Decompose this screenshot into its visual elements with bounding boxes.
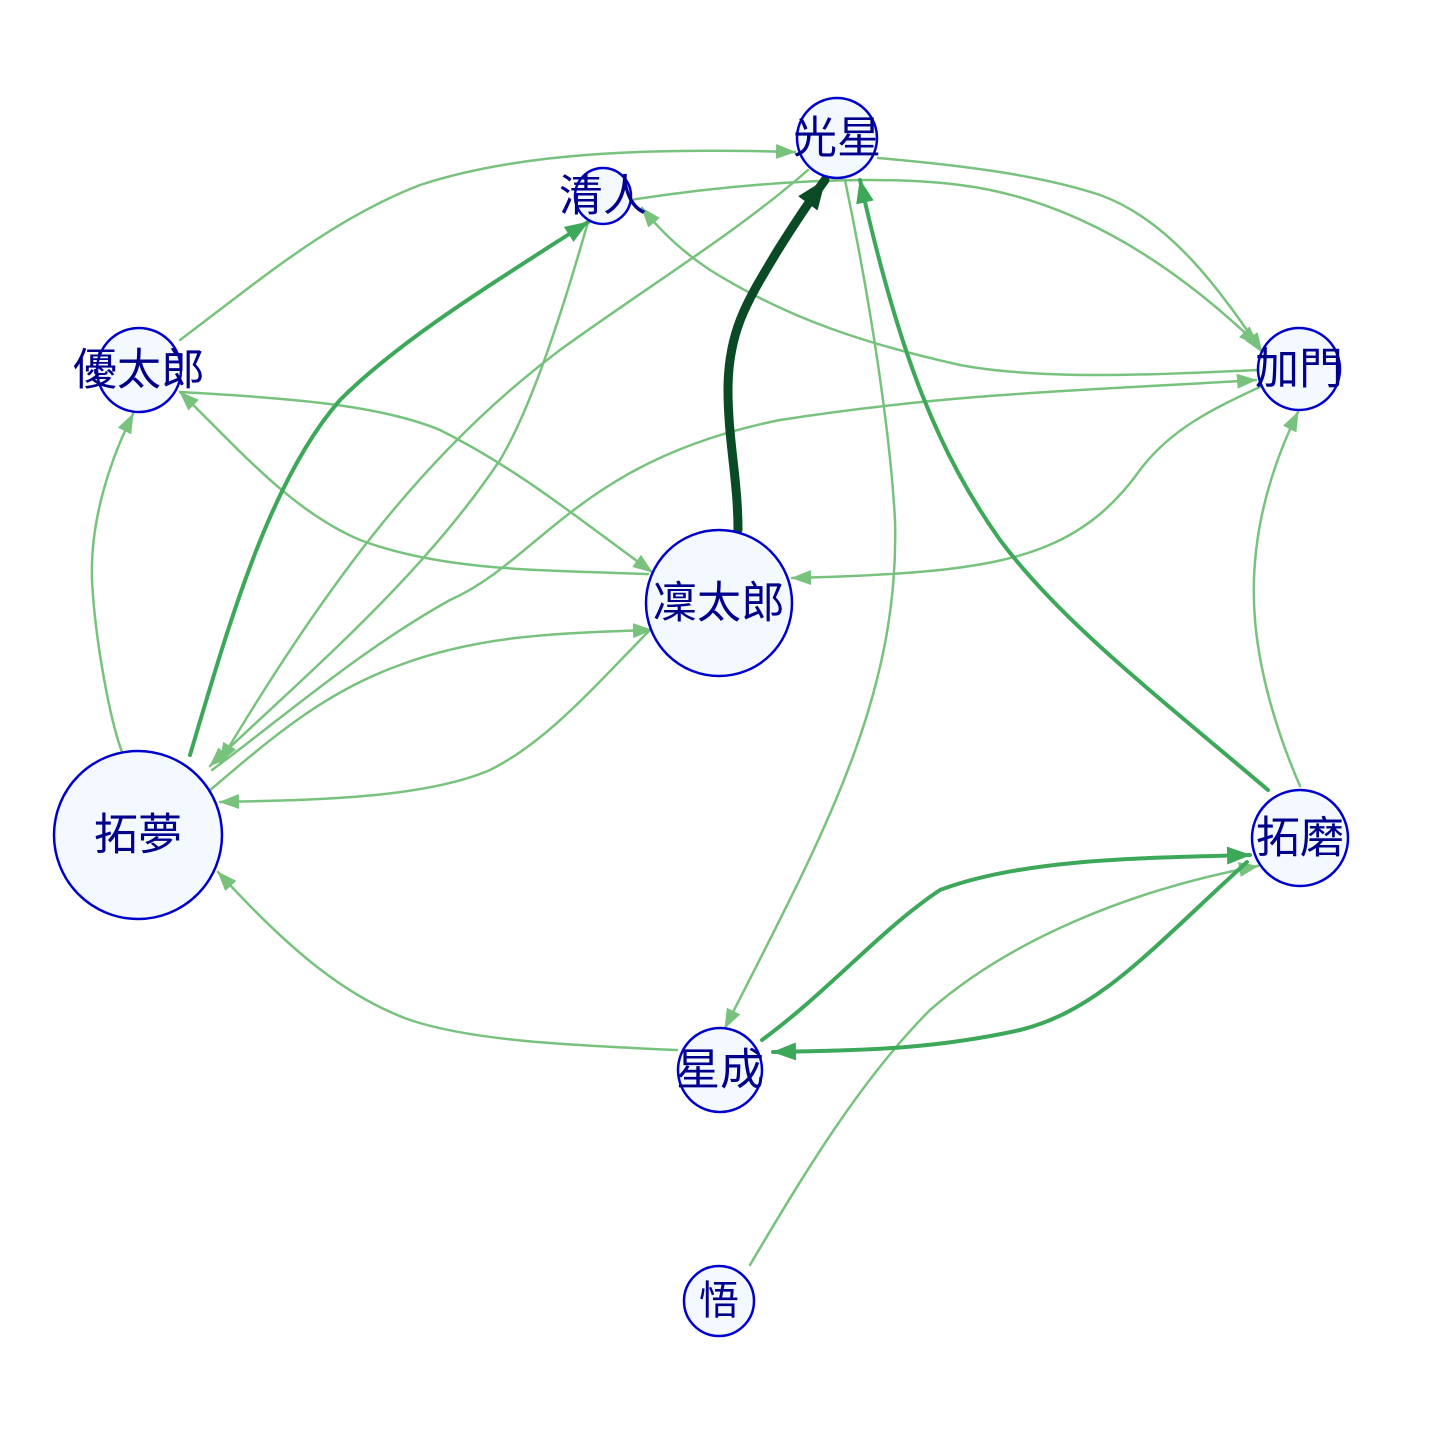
edge-koboshi-to-kamon [876, 156, 1264, 354]
edge-seina-to-takuma [760, 846, 1252, 1042]
edge-seina-to-takumu [216, 870, 679, 1052]
edge-takuma-to-kamon [1252, 410, 1302, 788]
node-label-kamon: 加門 [1255, 344, 1343, 395]
edge-yutaro-to-rintaro [178, 390, 654, 574]
node-label-yutaro: 優太郎 [73, 345, 205, 396]
edge-kamon-to-kiyoto [640, 206, 1260, 377]
edge-takuma-to-seina [771, 860, 1249, 1061]
node-takumu[interactable]: 拓夢 [52, 749, 224, 921]
node-takuma[interactable]: 拓磨 [1250, 788, 1350, 888]
edge-koboshi-to-seina [723, 178, 897, 1030]
node-circle-takumu [52, 749, 224, 921]
node-circle-takuma [1250, 788, 1350, 888]
edge-takumu-to-kiyoto [188, 220, 590, 757]
edge-kiyoto-to-kamon [628, 178, 1260, 347]
node-circle-yutaro [95, 326, 183, 414]
node-circle-seina [676, 1026, 764, 1114]
node-label-kiyoto: 清人 [559, 171, 647, 222]
node-circle-koboshi [795, 96, 879, 180]
edge-rintaro-to-yutaro [178, 390, 650, 576]
edges-layer [90, 143, 1302, 1267]
node-kiyoto[interactable]: 清人 [559, 166, 647, 226]
node-yutaro[interactable]: 優太郎 [73, 326, 205, 414]
node-circle-rintaro [644, 528, 794, 678]
node-label-koboshi: 光星 [793, 113, 881, 164]
edge-takumu-to-kamon [210, 373, 1258, 772]
node-label-rintaro: 凜太郎 [653, 578, 785, 629]
node-rintaro[interactable]: 凜太郎 [644, 528, 794, 678]
edge-takuma-to-koboshi [856, 178, 1270, 792]
edge-takumu-to-rintaro [206, 623, 654, 794]
edge-kamon-to-rintaro [790, 384, 1264, 586]
edge-satoru-to-takuma [748, 862, 1260, 1267]
node-label-takumu: 拓夢 [94, 810, 182, 861]
edge-koboshi-to-takumu [218, 168, 810, 764]
edge-rintaro-to-takumu [218, 626, 654, 810]
edge-rintaro-to-koboshi [723, 175, 830, 535]
edge-yutaro-to-koboshi [178, 143, 797, 342]
node-label-seina: 星成 [676, 1045, 764, 1096]
node-koboshi[interactable]: 光星 [793, 96, 881, 180]
edge-takumu-to-yutaro [90, 412, 135, 754]
node-seina[interactable]: 星成 [676, 1026, 764, 1114]
node-satoru[interactable]: 悟 [682, 1264, 756, 1338]
node-circle-kiyoto [573, 166, 633, 226]
node-label-satoru: 悟 [699, 1278, 739, 1324]
node-circle-satoru [682, 1264, 756, 1338]
edge-kiyoto-to-takumu [208, 220, 590, 768]
node-circle-kamon [1256, 326, 1342, 412]
node-kamon[interactable]: 加門 [1255, 326, 1343, 412]
node-label-takuma: 拓磨 [1256, 813, 1344, 864]
